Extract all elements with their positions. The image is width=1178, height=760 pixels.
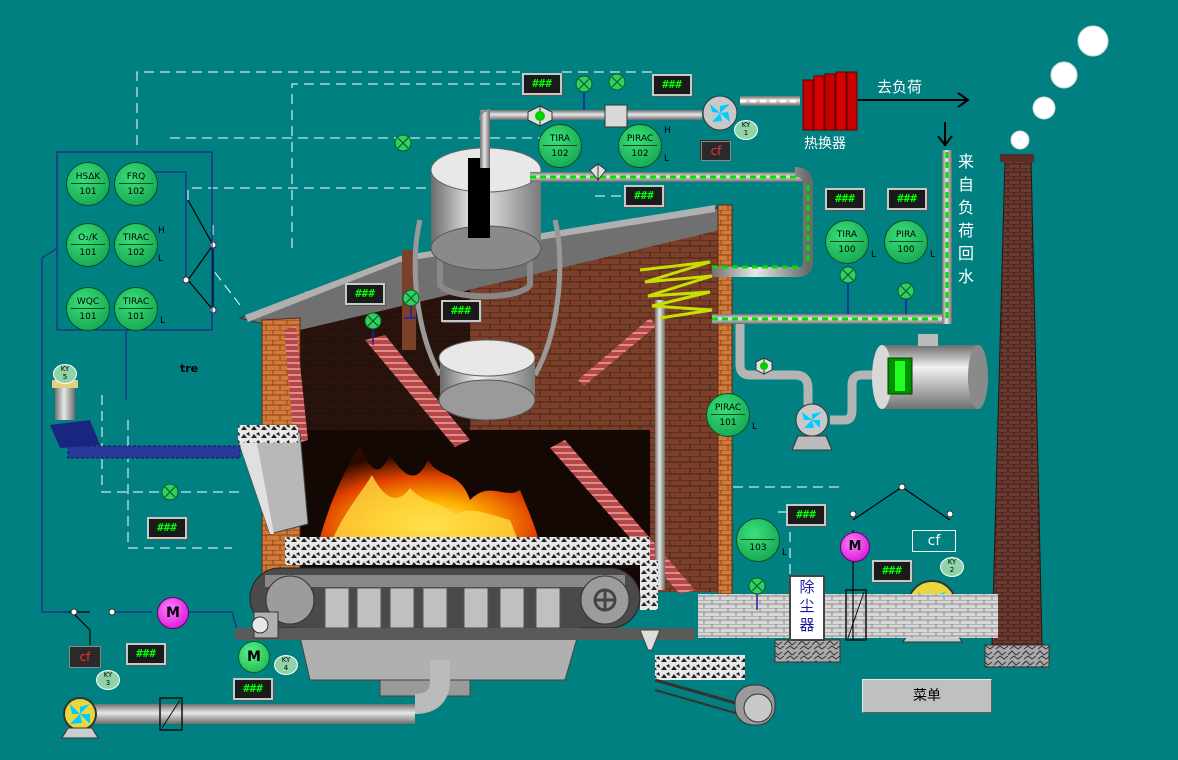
display-return-temp: ### <box>825 188 865 210</box>
tira100-low-label: L <box>871 250 877 260</box>
display-grate-speed: ### <box>147 517 187 539</box>
chimney <box>984 154 1050 668</box>
tirac102-high-label: H <box>158 226 165 236</box>
smoke <box>1010 25 1109 150</box>
display-furnace-2: ### <box>441 300 481 322</box>
tirac102-low-label: L <box>158 254 164 264</box>
heat-exchanger-label: 热换器 <box>804 136 846 152</box>
feedwater-pipe <box>530 167 813 277</box>
pirac102-high-label: H <box>664 126 671 136</box>
ash-conveyor <box>654 655 776 726</box>
instrument-103[interactable]: 103 <box>736 518 780 562</box>
display-steam-pressure: ### <box>652 74 692 96</box>
valves <box>527 104 773 375</box>
return-pipe <box>712 150 952 425</box>
air-duct <box>90 660 450 731</box>
pirac101-low-label: L <box>752 422 758 432</box>
sensor-stems <box>372 92 907 610</box>
steam-pipe <box>479 96 800 168</box>
display-furnace-1: ### <box>345 283 385 305</box>
motor-grate[interactable]: M <box>238 641 270 673</box>
blower-fan <box>61 697 99 739</box>
display-steam-temp: ### <box>522 73 562 95</box>
flue-wall <box>698 594 998 663</box>
frequency-converter-blower[interactable]: cf <box>69 646 101 668</box>
display-feedwater: ### <box>624 185 664 207</box>
flow-arrows <box>858 92 970 147</box>
damper <box>845 589 867 641</box>
water-tank <box>872 334 988 409</box>
dust-collector-label: 除尘器 <box>799 578 815 634</box>
return-water-label: 来自负荷回水 <box>957 152 974 286</box>
dust-collector-body <box>789 575 825 641</box>
display-fan-speed: ### <box>872 560 912 582</box>
coal-hopper <box>237 425 309 535</box>
menu-button[interactable]: 菜单 <box>862 679 992 713</box>
tirac101-low-label: L <box>160 316 166 326</box>
motor-blower[interactable]: M <box>157 597 189 629</box>
pirac102-low-label: L <box>664 154 670 164</box>
display-flue: ### <box>786 504 826 526</box>
feed-pump <box>791 403 833 451</box>
mud-drum <box>438 339 536 421</box>
grate-drive <box>251 611 279 639</box>
display-blower-speed: ### <box>126 643 166 665</box>
frequency-converter-fan[interactable]: cf <box>912 530 956 552</box>
superheater-coil <box>639 260 713 320</box>
tre-label: tre <box>180 362 199 375</box>
display-return-pressure: ### <box>887 188 927 210</box>
coal-feed-conveyor <box>67 445 241 459</box>
display-air-flow: ### <box>233 678 273 700</box>
coal-bed <box>285 537 650 565</box>
i103-low-label: L <box>782 548 788 558</box>
motor-fan[interactable]: M <box>840 532 870 562</box>
frequency-converter-pump[interactable]: cf <box>701 141 731 161</box>
to-load-label: 去负荷 <box>877 78 923 96</box>
steam-drum <box>412 147 563 377</box>
heat-exchanger <box>802 71 858 131</box>
pira100-low-label: L <box>930 250 936 260</box>
